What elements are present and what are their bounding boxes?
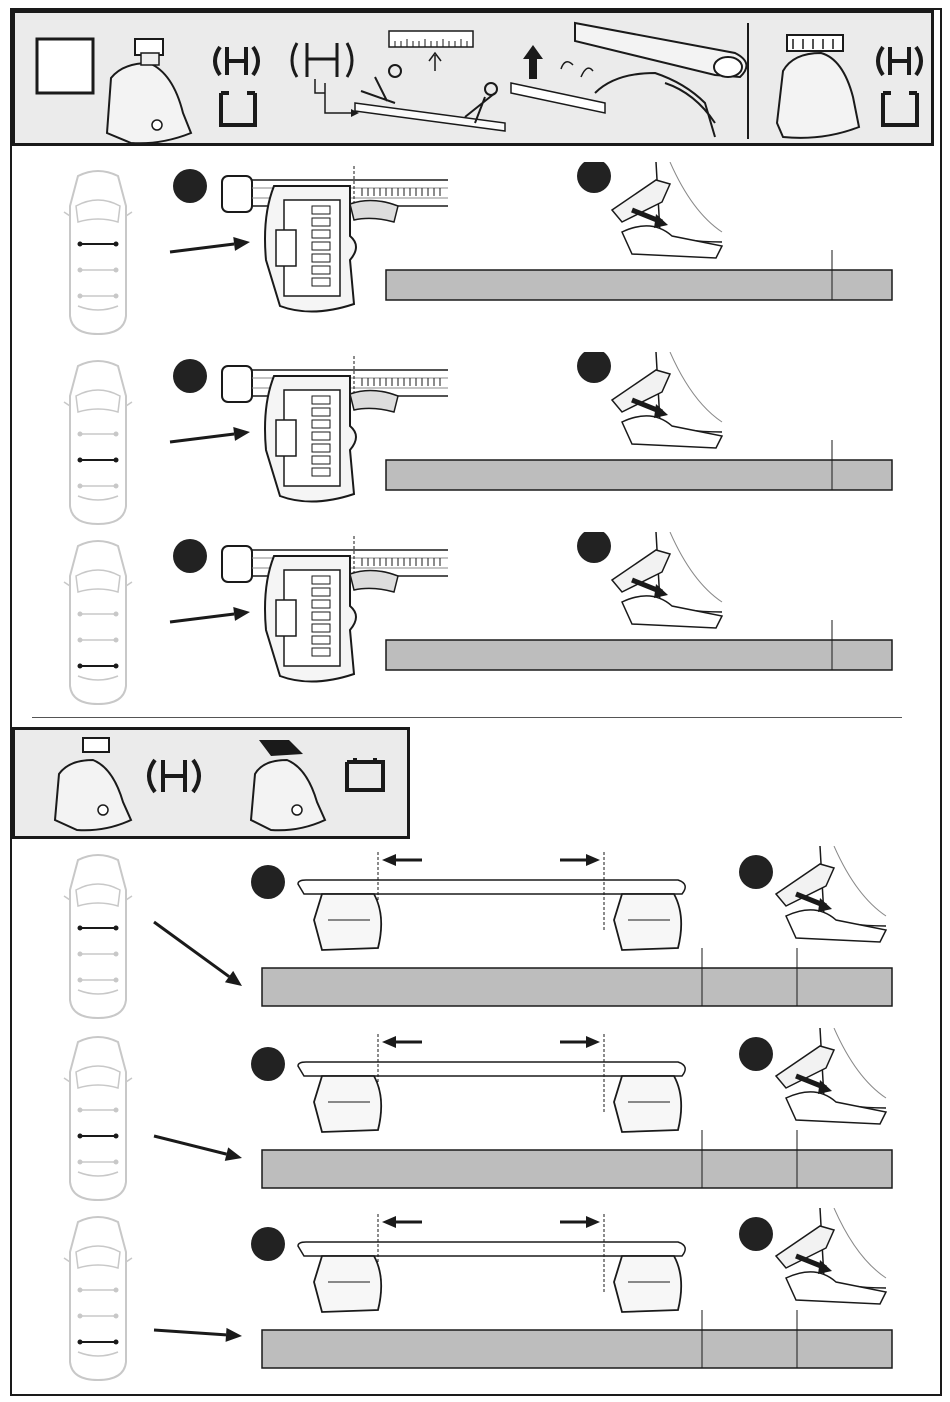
foot-side-detail-icon	[776, 1028, 886, 1124]
foot-side-detail-icon	[776, 846, 886, 942]
rectangle-bracket-icon	[221, 93, 255, 125]
oval-bracket-icon-right	[878, 47, 921, 75]
step-marker	[173, 359, 207, 393]
car-top-view-icon	[64, 1037, 132, 1200]
section-a-row	[0, 162, 950, 337]
measurement-bar	[386, 440, 892, 490]
step-marker	[739, 1037, 773, 1071]
step-marker	[577, 352, 611, 383]
roof-bar-fit-icon	[511, 23, 746, 137]
car-top-view-icon	[64, 541, 132, 704]
car-top-view-icon	[64, 855, 132, 1018]
section-b-row	[0, 1208, 950, 1383]
measuring-scale-icon	[389, 31, 473, 71]
section-a-row	[0, 532, 950, 707]
foot-with-clamp-icon	[107, 39, 191, 143]
step-marker	[739, 1217, 773, 1251]
pointer-arrow	[170, 427, 250, 442]
step-marker	[251, 865, 285, 899]
measurement-bar	[386, 250, 892, 300]
car-top-view-icon	[64, 171, 132, 334]
measurement-bar	[262, 1130, 892, 1188]
car-top-view-icon	[64, 1217, 132, 1380]
step-marker	[577, 162, 611, 193]
pointer-arrow	[154, 1328, 242, 1342]
step-marker	[173, 169, 207, 203]
header-panel	[12, 10, 934, 146]
rectangle-bracket-icon-right	[883, 93, 917, 125]
cut-rubber-profile-icon	[292, 43, 505, 131]
section-b-row	[0, 1028, 950, 1203]
measurement-bar	[386, 620, 892, 670]
roof-bar-with-feet-icon	[298, 852, 685, 950]
step-marker	[577, 532, 611, 563]
foot-with-clamp-icon	[55, 738, 131, 830]
step-marker	[739, 855, 773, 889]
section-separator	[32, 717, 902, 718]
pointer-arrow	[170, 607, 250, 622]
step-marker	[251, 1047, 285, 1081]
oval-bracket-icon	[149, 760, 199, 792]
foot-pad-icon	[777, 35, 859, 138]
foot-side-detail-icon	[612, 532, 722, 628]
foot-side-detail-icon	[612, 162, 722, 258]
step-marker	[173, 539, 207, 573]
measurement-bar	[262, 948, 892, 1006]
foot-with-cover-icon	[251, 740, 325, 830]
section-b-row	[0, 846, 950, 1021]
pointer-arrow	[154, 922, 242, 986]
car-top-view-icon	[64, 361, 132, 524]
measurement-bar	[262, 1310, 892, 1368]
roof-bar-with-feet-icon	[298, 1034, 685, 1132]
pointer-arrow	[170, 237, 250, 252]
rectangle-bracket-icon	[347, 758, 383, 790]
pointer-arrow	[154, 1136, 242, 1161]
step-marker	[251, 1227, 285, 1261]
blank-square-icon	[37, 39, 93, 93]
foot-side-detail-icon	[612, 352, 722, 448]
foot-side-detail-icon	[776, 1208, 886, 1304]
section-a-row	[0, 352, 950, 527]
roof-bar-with-feet-icon	[298, 1214, 685, 1312]
oval-bracket-icon	[215, 47, 258, 75]
section-b-panel	[12, 727, 410, 839]
